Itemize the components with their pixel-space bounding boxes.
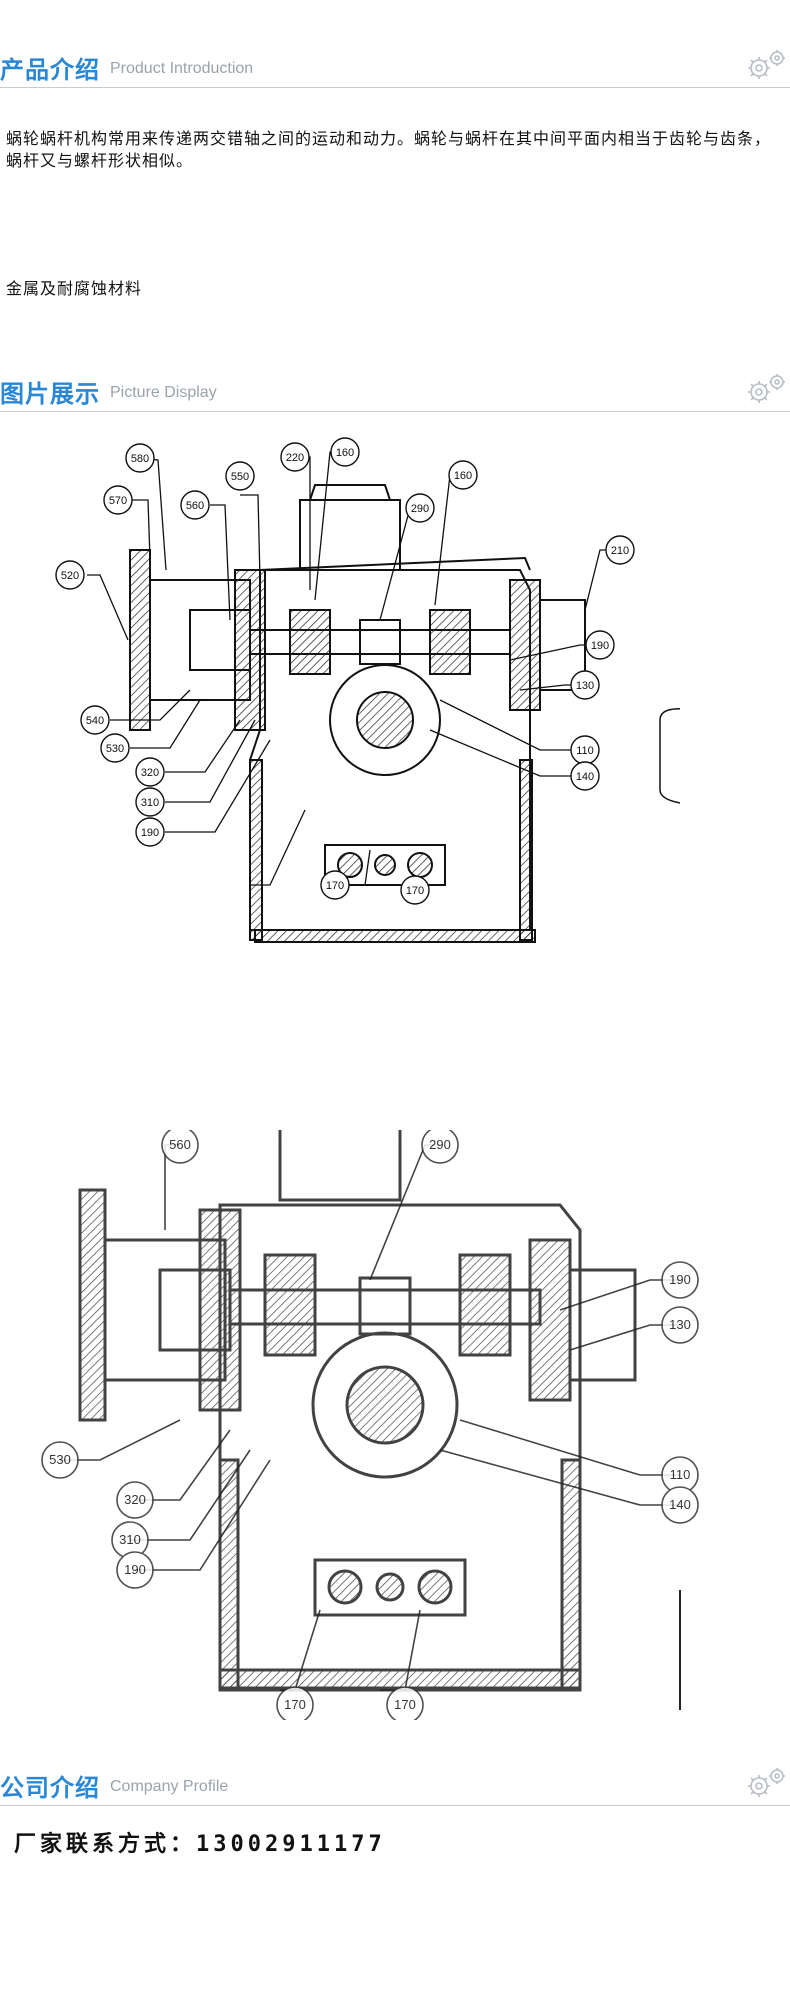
part-label-number: 190 <box>141 827 159 839</box>
section-title-en: Company Profile <box>110 1778 229 1795</box>
part-label-number: 190 <box>669 1272 691 1287</box>
part-label-number: 170 <box>406 885 424 897</box>
worm-gear-cross-section-drawing: 580 570 560 550 220 160 160 290 210 520 190 130 540 5… <box>55 437 680 943</box>
part-label-number: 220 <box>286 452 304 464</box>
part-label-bubble <box>103 485 133 515</box>
section-title-cn: 产品介绍 <box>0 56 100 84</box>
part-label-bubble <box>570 670 600 700</box>
part-label-bubble <box>276 1686 314 1720</box>
part-label-number: 130 <box>576 680 594 692</box>
part-label-number: 560 <box>169 1137 191 1152</box>
part-label-bubble <box>180 490 210 520</box>
part-label-bubble <box>116 1481 154 1519</box>
part-label-bubble <box>570 761 600 791</box>
gear-icon <box>748 374 785 403</box>
part-label-bubble <box>661 1261 699 1299</box>
part-label-number: 170 <box>394 1697 416 1712</box>
part-label-bubble <box>661 1306 699 1344</box>
part-label-bubble <box>605 535 635 565</box>
manufacturer-contact: 厂家联系方式：13002911177 <box>14 1832 386 1857</box>
part-label-number: 320 <box>124 1492 146 1507</box>
part-label-number: 140 <box>669 1497 691 1512</box>
part-label-number: 540 <box>86 715 104 727</box>
part-label-bubble <box>116 1551 154 1589</box>
part-label-number: 310 <box>141 797 159 809</box>
part-label-number: 210 <box>611 545 629 557</box>
part-label-bubble <box>135 817 165 847</box>
part-label-number: 530 <box>49 1452 71 1467</box>
worm-gear-cross-section-enlarged-drawing: 560 290 190 130 530 320 310 190 170 170 110 140 <box>41 1130 699 1720</box>
part-label-bubble <box>448 460 478 490</box>
part-label-bubble <box>161 1130 199 1164</box>
part-label-number: 140 <box>576 771 594 783</box>
part-label-number: 550 <box>231 471 249 483</box>
section-title-cn: 图片展示 <box>0 380 100 408</box>
part-label-number: 290 <box>429 1137 451 1152</box>
part-label-number: 170 <box>284 1697 306 1712</box>
section-divider <box>0 1805 790 1806</box>
part-label-number: 580 <box>131 453 149 465</box>
part-label-bubble <box>80 705 110 735</box>
part-label-bubble <box>405 493 435 523</box>
section-header-company: 公司介绍 Company Profile <box>0 1766 790 1806</box>
section-header-pictures: 图片展示 Picture Display <box>0 372 790 412</box>
part-label-number: 320 <box>141 767 159 779</box>
part-label-number: 160 <box>336 447 354 459</box>
part-label-number: 560 <box>186 500 204 512</box>
part-label-bubble <box>225 461 255 491</box>
part-label-bubble <box>100 733 130 763</box>
part-label-bubble <box>41 1441 79 1479</box>
part-label-bubble <box>400 875 430 905</box>
part-label-number: 310 <box>119 1532 141 1547</box>
part-label-bubble <box>55 560 85 590</box>
gear-icon <box>748 50 785 79</box>
part-label-number: 160 <box>454 470 472 482</box>
part-label-bubble <box>386 1686 424 1720</box>
part-label-bubble <box>421 1130 459 1164</box>
section-divider <box>0 87 790 88</box>
part-label-number: 190 <box>124 1562 146 1577</box>
part-label-number: 110 <box>576 745 594 757</box>
section-title-en: Picture Display <box>110 384 217 401</box>
part-label-bubble <box>320 870 350 900</box>
part-label-number: 570 <box>109 495 127 507</box>
section-title-en: Product Introduction <box>110 60 254 77</box>
part-label-bubble <box>125 443 155 473</box>
part-label-bubble <box>661 1486 699 1524</box>
part-label-bubble <box>585 630 615 660</box>
part-label-number: 190 <box>591 640 609 652</box>
gear-icon <box>748 1768 785 1797</box>
section-header-intro: 产品介绍 Product Introduction <box>0 48 790 88</box>
part-label-bubble <box>135 757 165 787</box>
section-title-cn: 公司介绍 <box>0 1774 100 1802</box>
part-label-number: 170 <box>326 880 344 892</box>
part-label-number: 110 <box>670 1467 691 1482</box>
part-label-number: 530 <box>106 743 124 755</box>
part-label-bubble <box>330 437 360 467</box>
part-label-bubble <box>135 787 165 817</box>
product-description: 蜗轮蜗杆机构常用来传递两交错轴之间的运动和动力。蜗轮与蜗杆在其中间平面内相当于齿… <box>6 129 772 170</box>
section-divider <box>0 411 790 412</box>
part-label-number: 290 <box>411 503 429 515</box>
part-label-number: 520 <box>61 570 79 582</box>
part-label-number: 130 <box>669 1317 691 1332</box>
product-material: 金属及耐腐蚀材料 <box>6 279 143 298</box>
part-label-bubble <box>280 442 310 472</box>
